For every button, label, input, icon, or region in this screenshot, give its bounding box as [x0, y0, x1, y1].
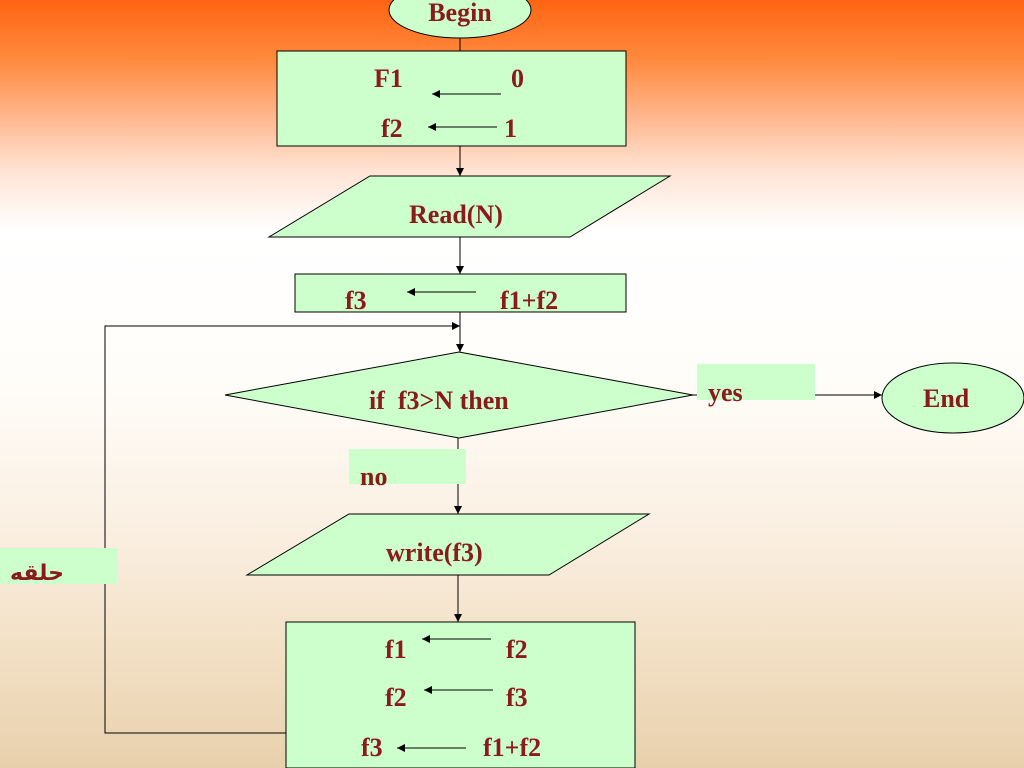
loop-label: حلقه — [10, 561, 65, 586]
update-row1-right: f2 — [506, 635, 528, 664]
begin-label: Begin — [428, 0, 492, 27]
yes-label: yes — [708, 378, 743, 407]
init-row2-right: 1 — [504, 114, 517, 143]
loop-back-connector — [104, 322, 460, 734]
decision-diamond — [224, 351, 694, 439]
end-label: End — [923, 384, 970, 413]
no-label-box — [349, 449, 466, 484]
read-label: Read(N) — [409, 200, 503, 229]
write-label: write(f3) — [386, 538, 483, 567]
init-row2-left: f2 — [381, 114, 403, 143]
no-label: no — [360, 462, 388, 491]
update-row1-left: f1 — [385, 635, 407, 664]
write-output-shape — [245, 513, 651, 576]
compute-left: f3 — [345, 286, 367, 315]
read-input-shape — [267, 175, 672, 238]
loop-label-box — [0, 548, 118, 584]
update-row2-left: f2 — [385, 683, 407, 712]
update-row3-right: f1+f2 — [483, 733, 542, 762]
update-row3-left: f3 — [361, 733, 383, 762]
decision-label: if f3>N then — [369, 386, 509, 415]
init-row1-left: F1 — [374, 64, 403, 93]
compute-right: f1+f2 — [500, 286, 559, 315]
init-process-box — [276, 50, 627, 147]
update-row2-right: f3 — [506, 683, 528, 712]
init-row1-right: 0 — [511, 64, 524, 93]
update-process-box — [285, 621, 636, 768]
yes-label-box — [697, 364, 815, 400]
end-terminal — [881, 362, 1024, 434]
